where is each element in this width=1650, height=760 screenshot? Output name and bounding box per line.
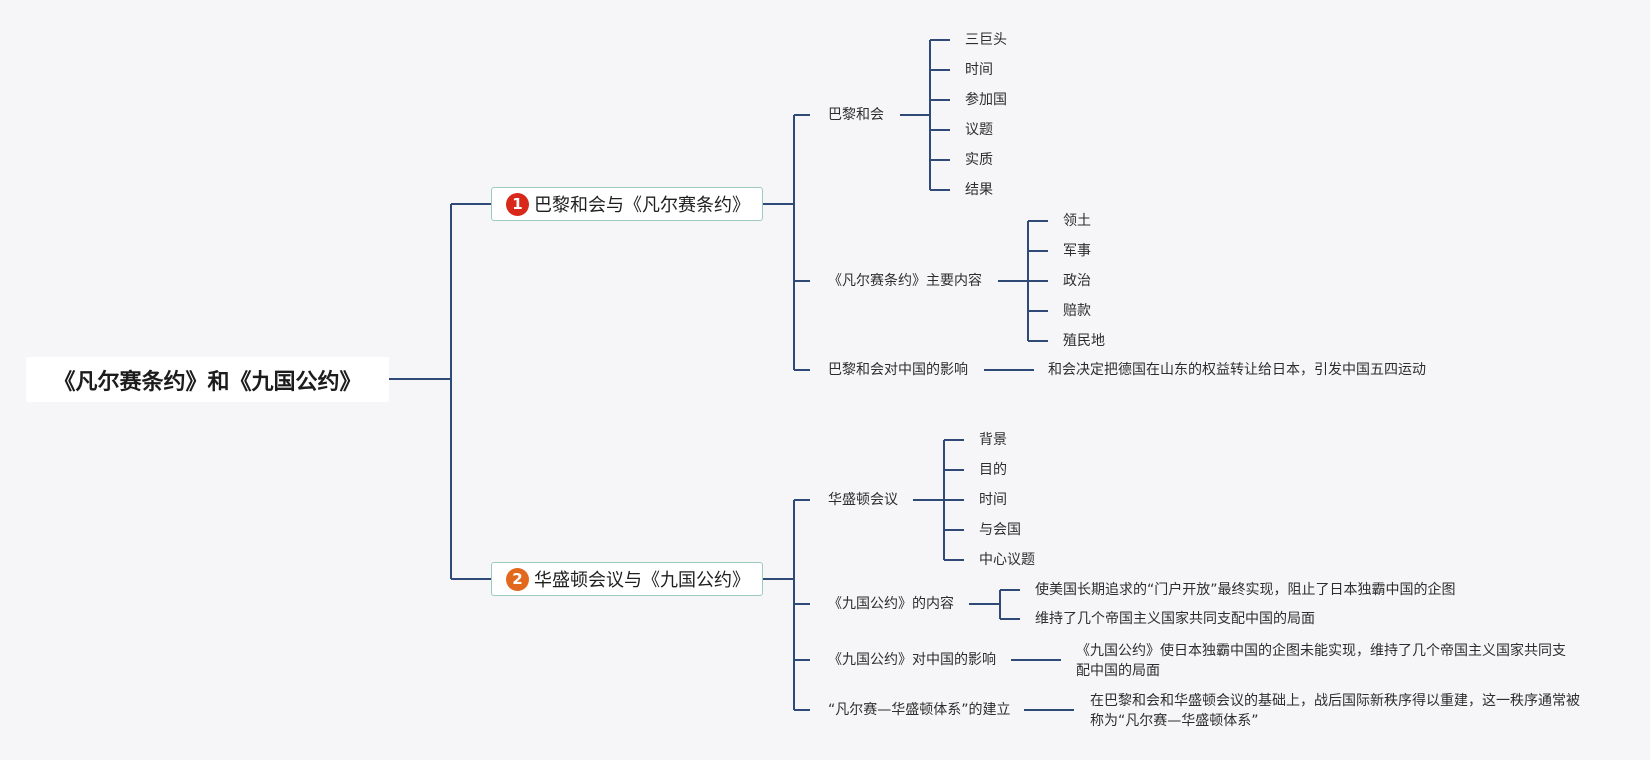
- node-washington-conference[interactable]: 华盛顿会议: [828, 492, 898, 508]
- node-nine-power-content[interactable]: 《九国公约》的内容: [828, 596, 954, 612]
- branch-title: 巴黎和会与《凡尔赛条约》: [534, 195, 750, 216]
- leaf-paris-item[interactable]: 时间: [965, 62, 993, 78]
- leaf-versailles-item[interactable]: 军事: [1063, 243, 1091, 259]
- node-paris-conference[interactable]: 巴黎和会: [828, 107, 884, 123]
- leaf-system-detail[interactable]: 在巴黎和会和华盛顿会议的基础上，战后国际新秩序得以重建，这一秩序通常被称为“凡尔…: [1090, 693, 1580, 729]
- leaf-washington-item[interactable]: 时间: [979, 492, 1007, 508]
- leaf-versailles-item[interactable]: 赔款: [1063, 303, 1091, 319]
- number-badge-1: 1: [506, 192, 529, 216]
- node-versailles-washington-system[interactable]: “凡尔赛—华盛顿体系”的建立: [828, 702, 1011, 718]
- leaf-paris-item[interactable]: 实质: [965, 152, 993, 168]
- leaf-washington-item[interactable]: 中心议题: [979, 552, 1035, 568]
- branch-paris-versailles[interactable]: 1 巴黎和会与《凡尔赛条约》: [491, 187, 763, 221]
- leaf-paris-item[interactable]: 议题: [965, 122, 993, 138]
- node-versailles-content[interactable]: 《凡尔赛条约》主要内容: [828, 273, 982, 289]
- leaf-paris-item[interactable]: 三巨头: [965, 32, 1007, 48]
- branch-title: 华盛顿会议与《九国公约》: [534, 570, 750, 591]
- leaf-nine-power-impact-detail[interactable]: 《九国公约》使日本独霸中国的企图未能实现，维持了几个帝国主义国家共同支配中国的局…: [1076, 643, 1566, 679]
- root-topic[interactable]: 《凡尔赛条约》和《九国公约》: [26, 357, 389, 402]
- branch-washington-nine-power[interactable]: 2 华盛顿会议与《九国公约》: [491, 562, 763, 596]
- leaf-nine-power-content-item[interactable]: 维持了几个帝国主义国家共同支配中国的局面: [1035, 611, 1315, 627]
- leaf-versailles-item[interactable]: 殖民地: [1063, 333, 1105, 349]
- leaf-washington-item[interactable]: 目的: [979, 462, 1007, 478]
- node-nine-power-impact[interactable]: 《九国公约》对中国的影响: [828, 652, 996, 668]
- leaf-versailles-item[interactable]: 政治: [1063, 273, 1091, 289]
- leaf-paris-impact-detail[interactable]: 和会决定把德国在山东的权益转让给日本，引发中国五四运动: [1048, 362, 1426, 378]
- leaf-paris-item[interactable]: 结果: [965, 182, 993, 198]
- node-paris-impact[interactable]: 巴黎和会对中国的影响: [828, 362, 968, 378]
- leaf-washington-item[interactable]: 背景: [979, 432, 1007, 448]
- leaf-washington-item[interactable]: 与会国: [979, 522, 1021, 538]
- leaf-paris-item[interactable]: 参加国: [965, 92, 1007, 108]
- leaf-nine-power-content-item[interactable]: 使美国长期追求的“门户开放”最终实现，阻止了日本独霸中国的企图: [1035, 582, 1456, 598]
- leaf-versailles-item[interactable]: 领土: [1063, 213, 1091, 229]
- number-badge-2: 2: [506, 567, 529, 591]
